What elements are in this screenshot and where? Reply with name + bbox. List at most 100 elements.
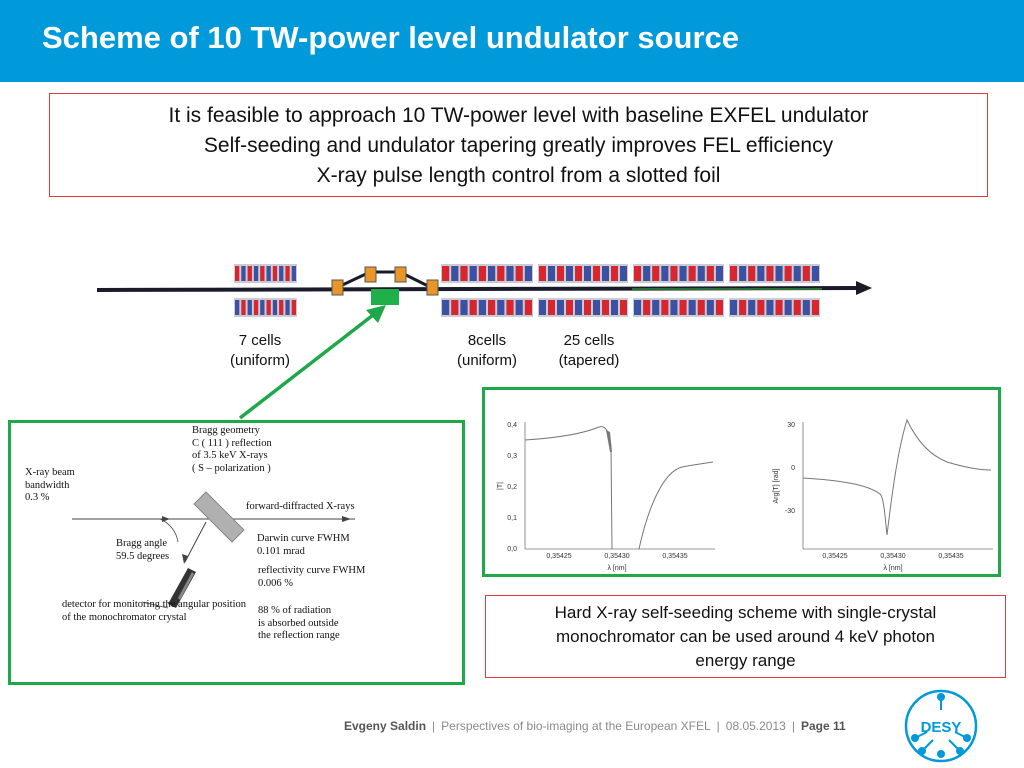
- undulator-magnet-pole: [670, 300, 678, 315]
- undulator-magnet-pole: [451, 266, 459, 281]
- undulator-magnet-pole: [620, 266, 627, 281]
- absorbed-line-1: 88 % of radiation: [258, 605, 332, 616]
- bragg-angle-line-1: Bragg angle: [116, 538, 168, 549]
- undulator-magnet-pole: [478, 266, 486, 281]
- undulator-magnet-pole: [784, 266, 792, 281]
- hxr-line-3: energy range: [695, 651, 796, 670]
- darwin-curve-line-1: Darwin curve FWHM: [257, 533, 350, 544]
- undulator-segment-1-row-2: [234, 298, 297, 317]
- undulator-magnet-pole: [802, 300, 810, 315]
- left-curve-band: [606, 430, 612, 452]
- left-xtick-2: 0,35430: [604, 553, 629, 560]
- undulator-magnet-pole: [557, 266, 564, 281]
- header-bar: Scheme of 10 TW-power level undulator so…: [0, 0, 1024, 82]
- undulator-magnet-pole: [793, 266, 801, 281]
- undulator-magnet-pole: [557, 300, 564, 315]
- undulator-magnet-pole: [548, 266, 555, 281]
- undulator-magnet-pole: [539, 266, 546, 281]
- undulator-magnet-pole: [506, 300, 514, 315]
- bragg-geometry-frame: [8, 420, 465, 685]
- detector-leader-line: [141, 601, 169, 609]
- bragg-geometry-line-2: C ( 111 ) reflection: [192, 437, 272, 449]
- undulator-segment-3-row-1: [538, 264, 628, 283]
- left-ytick-2: 0,3: [507, 453, 517, 460]
- right-ytick-1: 30: [787, 422, 795, 429]
- cell-label-25-type: (tapered): [558, 352, 620, 369]
- undulator-magnet-pole: [253, 266, 259, 281]
- undulator-magnet-pole: [793, 300, 801, 315]
- summary-line-2: Self-seeding and undulator tapering grea…: [203, 134, 834, 157]
- undulator-magnet-pole: [260, 266, 265, 281]
- undulator-magnet-pole: [643, 266, 651, 281]
- undulator-magnet-pole: [279, 300, 284, 315]
- reflectivity-curve-line-2: 0.006 %: [258, 577, 293, 589]
- undulator-magnet-pole: [634, 300, 642, 315]
- undulator-magnet-pole: [748, 300, 756, 315]
- undulator-segment-4-row-1: [633, 264, 724, 283]
- darwin-curve-line-2: 0.101 mrad: [257, 545, 305, 557]
- undulator-magnet-pole: [247, 300, 252, 315]
- undulator-magnet-pole: [442, 300, 450, 315]
- slide-title: Scheme of 10 TW-power level undulator so…: [42, 20, 740, 55]
- undulator-magnets: [234, 264, 820, 317]
- undulator-magnet-pole: [566, 300, 573, 315]
- undulator-magnet-pole: [291, 266, 296, 281]
- undulator-magnet-pole: [757, 300, 765, 315]
- undulator-magnet-pole: [497, 300, 505, 315]
- undulator-magnet-pole: [593, 300, 600, 315]
- undulator-magnet-pole: [241, 300, 246, 315]
- right-ylabel: Arg[T] [rad]: [773, 468, 780, 503]
- reflected-beam-arrow: [182, 554, 188, 564]
- undulator-magnet-pole: [688, 266, 696, 281]
- desy-logo: DESY: [904, 689, 978, 763]
- transmission-plots: 0,4 0,3 0,2 0,1 0,0 0,35425 0,35430 0,35…: [497, 418, 993, 572]
- right-xtick-3: 0,35435: [938, 553, 963, 560]
- right-ytick-3: -30: [785, 508, 795, 515]
- electron-beamline: [96, 286, 863, 292]
- undulator-magnet-pole: [285, 266, 290, 281]
- undulator-magnet-pole: [515, 300, 523, 315]
- undulator-magnet-pole: [679, 300, 687, 315]
- undulator-magnet-pole: [575, 300, 582, 315]
- right-xtick-2: 0,35430: [880, 553, 905, 560]
- undulator-magnet-pole: [524, 266, 532, 281]
- absorbed-radiation-label: 88 % of radiation is absorbed outside th…: [258, 605, 340, 643]
- left-transmission-curve: [524, 426, 714, 550]
- cell-label-8-count: 8cells: [467, 332, 507, 349]
- cell-label-8: 8cells (uniform): [447, 331, 527, 371]
- undulator-magnet-pole: [548, 300, 555, 315]
- bragg-geometry-line-3: of 3.5 keV X-rays: [192, 450, 268, 461]
- undulator-magnet-pole: [488, 266, 496, 281]
- hxr-line-1: Hard X-ray self-seeding scheme with sing…: [554, 603, 937, 622]
- undulator-magnet-pole: [266, 300, 271, 315]
- cell-label-7-count: 7 cells: [238, 332, 282, 349]
- undulator-magnet-pole: [515, 266, 523, 281]
- forward-diffracted-label: forward-diffracted X-rays: [246, 501, 355, 512]
- undulator-magnet-pole: [488, 300, 496, 315]
- undulator-magnet-pole: [460, 300, 468, 315]
- undulator-segment-5-row-1: [729, 264, 820, 283]
- darwin-curve-label: Darwin curve FWHM 0.101 mrad: [257, 533, 350, 558]
- footer: Evgeny Saldin|Perspectives of bio-imagin…: [344, 719, 846, 733]
- left-ytick-3: 0,2: [507, 484, 517, 491]
- undulator-magnet-pole: [266, 266, 271, 281]
- undulator-magnet-pole: [584, 266, 591, 281]
- undulator-magnet-pole: [285, 300, 290, 315]
- undulator-magnet-pole: [661, 266, 669, 281]
- undulator-magnet-pole: [766, 266, 774, 281]
- beam-bandwidth-line-3: 0.3 %: [25, 492, 50, 503]
- undulator-magnet-pole: [652, 266, 660, 281]
- undulator-magnet-pole: [611, 266, 618, 281]
- undulator-magnet-pole: [253, 300, 259, 315]
- beam-bandwidth-line-1: X-ray beam: [25, 467, 75, 478]
- chicane-dipole-1: [331, 279, 344, 296]
- left-xlabel: λ [nm]: [607, 565, 626, 572]
- undulator-magnet-pole: [291, 300, 296, 315]
- undulator-magnet-pole: [260, 300, 265, 315]
- undulator-magnet-pole: [279, 266, 284, 281]
- undulator-magnet-pole: [715, 266, 723, 281]
- undulator-magnet-pole: [715, 300, 723, 315]
- summary-box: It is feasible to approach 10 TW-power l…: [49, 93, 988, 197]
- undulator-magnet-pole: [757, 266, 765, 281]
- reflected-beam-line: [184, 521, 207, 563]
